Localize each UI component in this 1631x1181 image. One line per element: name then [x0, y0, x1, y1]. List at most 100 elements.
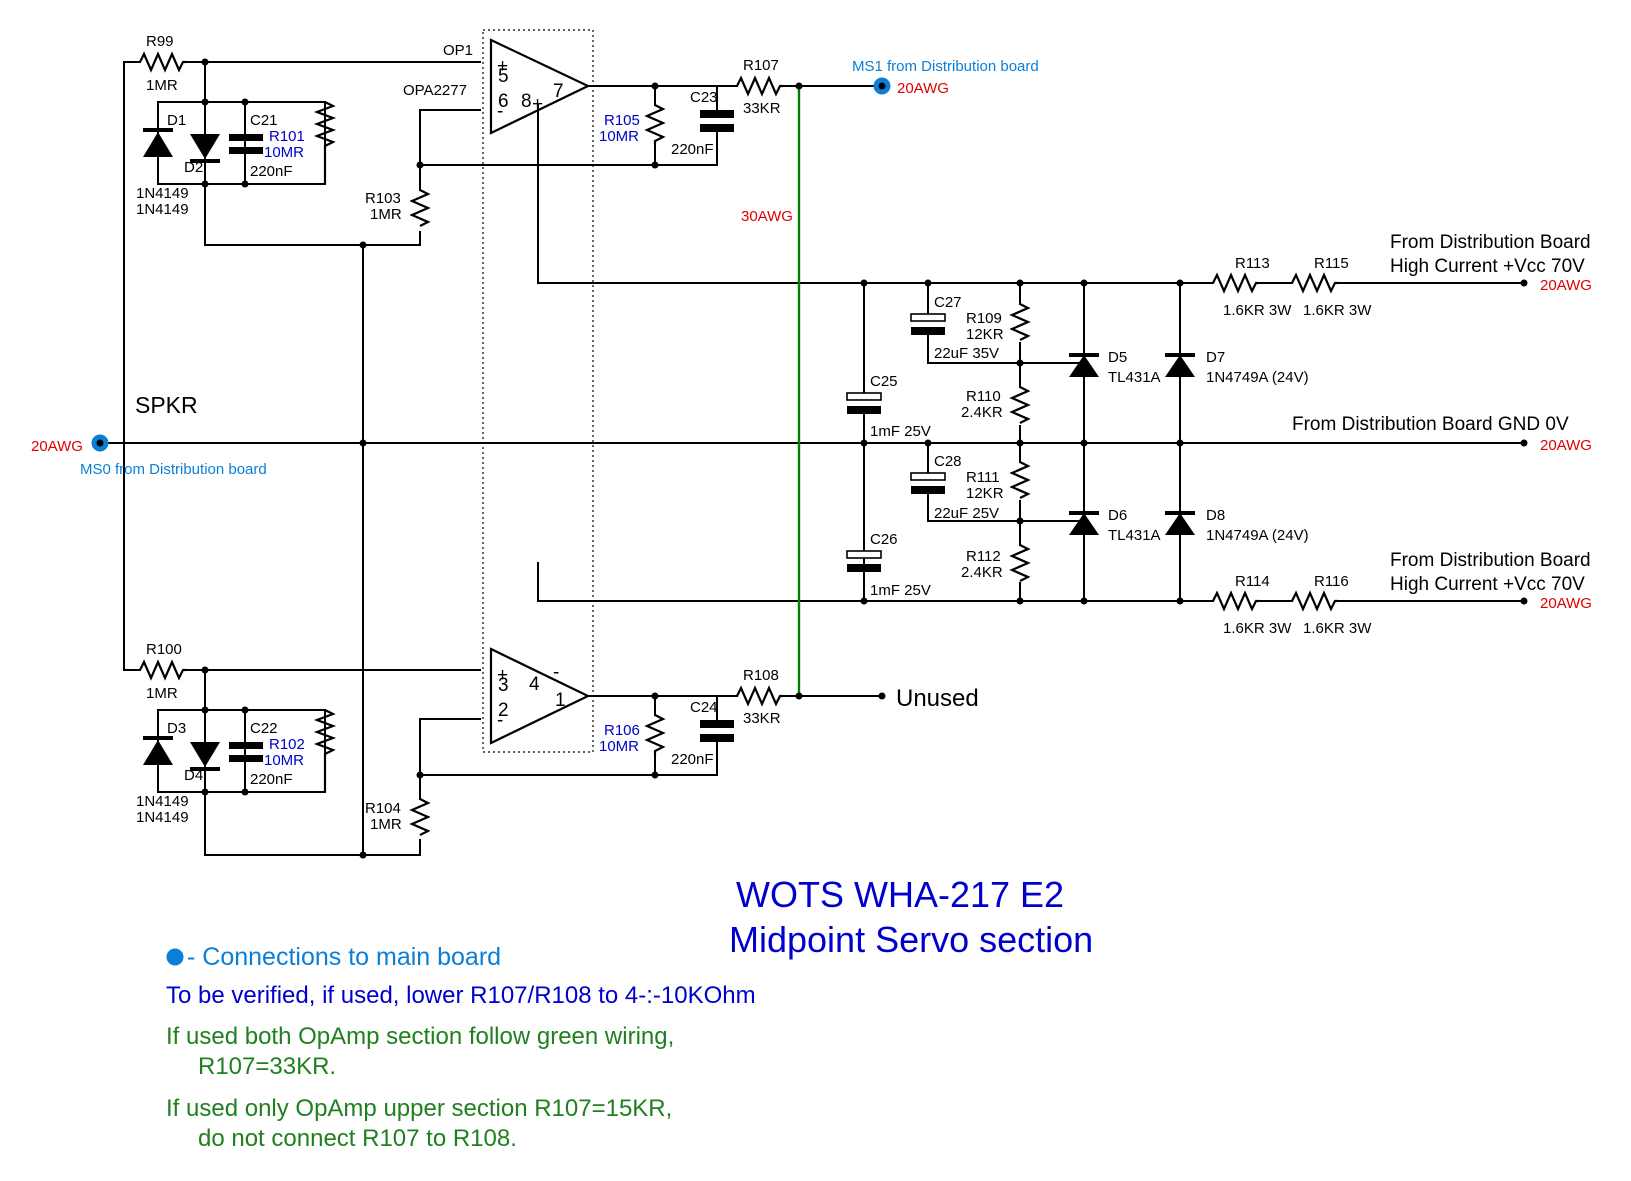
D34-part-2: 1N4149: [136, 809, 189, 826]
D4-symbol: [190, 742, 220, 767]
C26-plate-top: [846, 550, 882, 559]
legend-text: - Connections to main board: [187, 943, 501, 971]
R107-ref: R107: [743, 57, 779, 74]
opamp-lower-pin4-minus: -: [553, 662, 559, 683]
C21-plate-bottom: [229, 147, 263, 154]
wires: [97, 61, 1525, 858]
D7-ref: D7: [1206, 349, 1225, 366]
green-wire-awg: 30AWG: [741, 208, 793, 225]
D12-part-1: 1N4149: [136, 185, 189, 202]
C21-plate-top: [229, 134, 263, 141]
D12-part-2: 1N4149: [136, 201, 189, 218]
opamp-upper-pin8-plus: +: [532, 94, 543, 115]
R105-value: 10MR: [599, 128, 639, 145]
R111-symbol: [1009, 461, 1031, 499]
unused-label: Unused: [896, 685, 979, 712]
R113-value: 1.6KR 3W: [1223, 302, 1292, 319]
gnd-awg: 20AWG: [1540, 437, 1592, 454]
D5-ref: D5: [1108, 349, 1127, 366]
note-upper-1: If used only OpAmp upper section R107=15…: [166, 1095, 672, 1122]
R105-ref: R105: [604, 112, 640, 129]
R107-symbol: [736, 75, 783, 97]
R107-value: 33KR: [743, 100, 781, 117]
R114-value: 1.6KR 3W: [1223, 620, 1292, 637]
C23-value: 220nF: [671, 141, 714, 158]
R103-value: 1MR: [370, 206, 402, 223]
ms0-label: MS0 from Distribution board: [80, 461, 267, 478]
C25-plate-top: [846, 392, 882, 401]
vcc2-line1: From Distribution Board: [1390, 550, 1591, 571]
D2-symbol: [190, 134, 220, 159]
C24-plate-top: [700, 720, 734, 728]
R112-ref: R112: [966, 548, 1001, 565]
R99-ref: R99: [146, 33, 174, 50]
D6-symbol: [1069, 513, 1099, 535]
note-upper-2: do not connect R107 to R108.: [198, 1125, 517, 1152]
R100-symbol: [139, 659, 186, 681]
C27-plate-bottom: [911, 327, 945, 335]
title-line1: WOTS WHA-217 E2: [736, 874, 1064, 915]
R101-ref: R101: [269, 128, 305, 145]
ms1-label: MS1 from Distribution board: [852, 58, 1039, 75]
D2-ref: D2: [184, 159, 203, 176]
D1-ref: D1: [167, 112, 186, 129]
C28-plate-bottom: [911, 486, 945, 494]
C28-plate-top: [910, 472, 946, 481]
C27-ref: C27: [934, 294, 962, 311]
R99-value: 1MR: [146, 77, 178, 94]
C22-ref: C22: [250, 720, 278, 737]
R108-symbol: [736, 685, 783, 707]
D8-value: 1N4749A (24V): [1206, 527, 1309, 544]
R103-ref: R103: [365, 190, 401, 207]
ms1-connector-icon: [873, 77, 891, 95]
D7-value: 1N4749A (24V): [1206, 369, 1309, 386]
C25-ref: C25: [870, 373, 898, 390]
R115-value: 1.6KR 3W: [1303, 302, 1372, 319]
opamp-package-outline: [482, 29, 594, 753]
D34-part-1: 1N4149: [136, 793, 189, 810]
legend-connector-icon: [166, 948, 184, 966]
opamp-upper-pin7: 7: [553, 81, 564, 102]
R116-value: 1.6KR 3W: [1303, 620, 1372, 637]
C21-ref: C21: [250, 112, 278, 129]
D6-value: TL431A: [1108, 527, 1161, 544]
note-both-1: If used both OpAmp section follow green …: [166, 1023, 674, 1050]
C24-value: 220nF: [671, 751, 714, 768]
R116-ref: R116: [1314, 573, 1349, 590]
C28-ref: C28: [934, 453, 962, 470]
opamp-lower-plus: +: [497, 665, 508, 686]
R114-ref: R114: [1235, 573, 1270, 590]
R101-value: 10MR: [264, 144, 304, 161]
opamp-lower-minus: -: [497, 710, 503, 731]
opamp-upper-pin5: 5: [498, 66, 509, 87]
R104-symbol: [409, 798, 431, 836]
ms1-awg: 20AWG: [897, 80, 949, 97]
R102-symbol: [313, 709, 337, 792]
opamp-lower-pin3: 3: [498, 675, 509, 696]
R113-symbol: [1212, 272, 1259, 294]
R115-ref: R115: [1314, 255, 1349, 272]
C21-value: 220nF: [250, 163, 293, 180]
vcc2-line2: High Current +Vcc 70V: [1390, 574, 1585, 595]
D1-symbol: [143, 132, 173, 157]
opamp-upper-plus: +: [497, 56, 508, 77]
D3-ref: D3: [167, 720, 186, 737]
R104-ref: R104: [365, 800, 401, 817]
C27-value: 22uF 35V: [934, 345, 999, 362]
R108-ref: R108: [743, 667, 779, 684]
R111-ref: R111: [966, 469, 1000, 486]
C23-plate-top: [700, 110, 734, 118]
R99-symbol: [139, 51, 186, 73]
gnd-label: From Distribution Board GND 0V: [1292, 414, 1569, 435]
C23-plate-bottom: [700, 124, 734, 132]
R109-value: 12KR: [966, 326, 1004, 343]
C22-plate-bottom: [229, 755, 263, 762]
R101-symbol: [313, 101, 337, 184]
R109-ref: R109: [966, 310, 1002, 327]
opamp-lower-pin2: 2: [498, 700, 509, 721]
diodes: [143, 128, 1195, 771]
C24-ref: C24: [690, 699, 718, 716]
junctions: [201, 58, 1528, 859]
opamp-lower-pin4: 4: [529, 674, 540, 695]
R100-ref: R100: [146, 641, 182, 658]
